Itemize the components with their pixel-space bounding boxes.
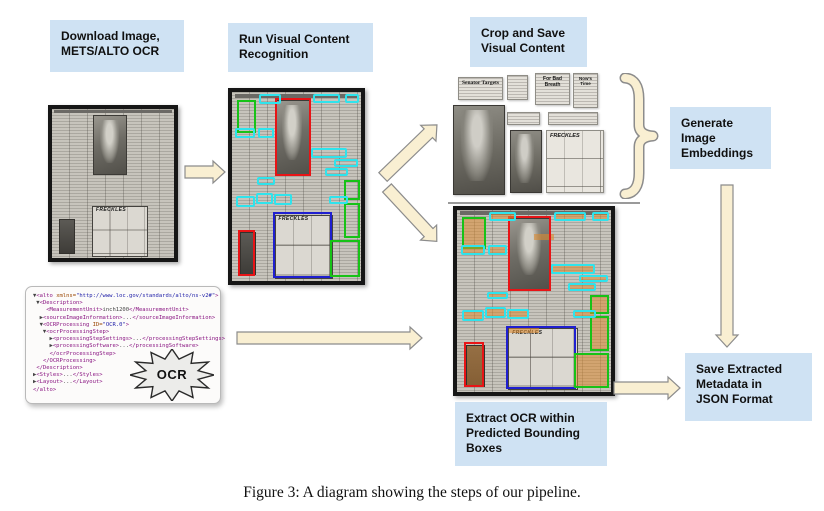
bbox-headline-annotation (255, 193, 273, 205)
text-strip-clipping (548, 112, 598, 125)
bbox-headline-annotation (344, 94, 360, 103)
curly-brace-icon (615, 72, 661, 204)
bbox-headline-annotation (578, 274, 608, 282)
ad-clipping: Senator Targets (458, 77, 503, 100)
comic-title: FRECKLES (278, 216, 309, 223)
comic-title: FRECKLES (512, 329, 543, 336)
masthead-strip (460, 211, 608, 216)
bbox-headline-annotation (489, 212, 516, 222)
annotated-newspaper-image: FRECKLES (228, 88, 365, 285)
text-clipping (507, 75, 528, 100)
bbox-ad-annotation (330, 240, 360, 278)
bbox-comic-annotation (272, 212, 332, 279)
starburst-icon (127, 347, 217, 403)
bbox-headline-annotation (567, 282, 596, 292)
ocr-starburst: OCR (127, 347, 217, 403)
baseball-player-photo (509, 217, 552, 291)
bbox-headline-annotation (235, 127, 256, 139)
cropped-content-collage: Senator Targets For Bad Breath Now's Tim… (448, 70, 640, 204)
clipping-title: FRECKLES (550, 133, 580, 139)
bbox-photo-annotation (464, 342, 485, 388)
bbox-headline-annotation (550, 263, 595, 274)
step-recognition-box: Run Visual Content Recognition (228, 23, 373, 72)
bbox-headline-annotation (257, 176, 275, 185)
clipping-title: Senator Targets (461, 80, 500, 86)
arrow-right-icon (613, 375, 681, 401)
step-download-box: Download Image, METS/ALTO OCR (50, 20, 184, 72)
ad-clipping: Now's Time (573, 73, 598, 108)
ad-clipping: For Bad Breath (535, 73, 570, 105)
bbox-headline-annotation (554, 212, 587, 221)
bbox-headline-annotation (487, 291, 508, 300)
bbox-ad-annotation (236, 99, 257, 133)
bbox-ad-annotation (343, 179, 360, 200)
bbox-headline-annotation (461, 310, 484, 321)
bbox-headline-annotation (257, 127, 274, 139)
clipping-title: For Bad Breath (543, 76, 562, 88)
newsprint-page: FRECKLES (52, 109, 174, 258)
bbox-headline-annotation (329, 195, 349, 204)
bbox-photo-annotation (238, 229, 255, 276)
bbox-ad-annotation (574, 352, 610, 389)
comic-strip: FRECKLES (92, 205, 148, 257)
step-embeddings-box: Generate Image Embeddings (670, 107, 771, 169)
comic-strip: FRECKLES (274, 214, 334, 280)
newsprint-page: FRECKLES (232, 92, 361, 281)
bbox-headline-annotation (259, 94, 281, 104)
original-newspaper-image: FRECKLES (48, 105, 178, 262)
bbox-headline-annotation (485, 307, 506, 319)
ocr-highlight-block (534, 233, 555, 240)
bbox-headline-annotation (507, 308, 529, 319)
ocr-burst-label: OCR (156, 367, 188, 382)
alto-xml-code: ▼<alto xmlns="http://www.loc.gov/standar… (33, 293, 226, 393)
ocr-highlighted-newspaper-image: FRECKLES (453, 206, 615, 396)
portrait-clipping (510, 130, 542, 193)
arrow-right-long-icon (236, 325, 423, 351)
portrait-photo (466, 344, 486, 387)
arrow-down-right-icon (381, 177, 461, 243)
bbox-headline-annotation (487, 244, 508, 255)
bbox-headline-annotation (333, 159, 359, 167)
step-extract-ocr-box: Extract OCR within Predicted Bounding Bo… (455, 402, 607, 466)
step-crop-save-box: Crop and Save Visual Content (470, 17, 587, 67)
bbox-headline-annotation (573, 310, 596, 318)
clipping-title: Now's Time (578, 76, 593, 86)
bbox-ad-annotation (590, 294, 610, 314)
newsprint-page: FRECKLES (457, 210, 611, 392)
masthead-strip (234, 93, 359, 98)
text-strip-clipping (507, 112, 540, 125)
arrow-right-icon (184, 159, 226, 185)
bbox-ad-annotation (590, 316, 610, 352)
ocr-highlight-block (508, 326, 540, 333)
bbox-headline-annotation (273, 194, 292, 206)
comic-title: FRECKLES (95, 207, 127, 214)
figure-caption: Figure 3: A diagram showing the steps of… (243, 484, 581, 501)
bbox-photo-annotation (274, 98, 311, 177)
arrow-up-right-icon (377, 124, 459, 188)
step-save-json-box: Save Extracted Metadata in JSON Format (685, 353, 812, 421)
bbox-headline-annotation (235, 195, 255, 207)
arrow-down-icon (714, 184, 824, 348)
bbox-headline-annotation (324, 167, 349, 177)
bbox-headline-annotation (310, 147, 348, 159)
bbox-headline-annotation (460, 244, 485, 255)
comic-clipping: FRECKLES (546, 130, 604, 193)
alto-xml-snippet-card: ▼<alto xmlns="http://www.loc.gov/standar… (25, 286, 226, 404)
portrait-photo (59, 219, 75, 255)
bbox-headline-annotation (313, 94, 341, 103)
bbox-ad-annotation (343, 202, 360, 239)
bbox-comic-annotation (505, 325, 577, 390)
bbox-photo-annotation (507, 215, 551, 292)
bbox-headline-annotation (591, 212, 609, 221)
player-photo-clipping (453, 105, 505, 195)
baseball-player-photo (93, 115, 128, 176)
masthead-strip (54, 110, 172, 114)
